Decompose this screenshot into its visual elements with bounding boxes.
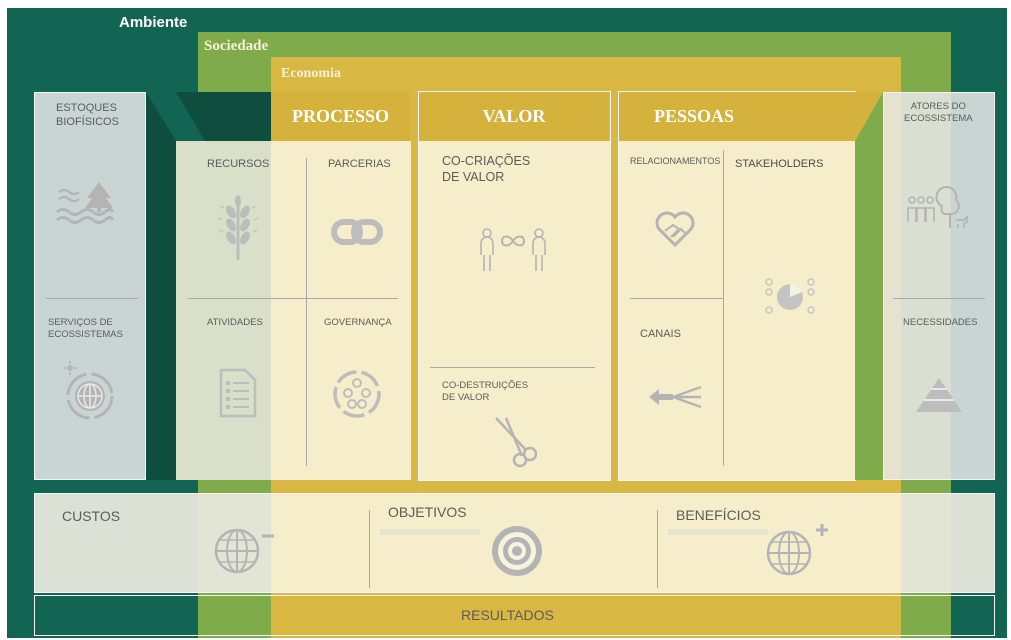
beneficios-side-panel	[901, 494, 994, 592]
custos-label: CUSTOS	[62, 508, 121, 524]
globe-plus-icon	[766, 524, 828, 576]
wheat-icon	[217, 195, 259, 260]
processo-panel	[176, 141, 411, 480]
recursos-label: RECURSOS	[207, 158, 270, 170]
arrows-split-icon	[649, 385, 702, 409]
canais-label: CANAIS	[640, 328, 681, 340]
sun-globe-cycle-icon	[63, 361, 114, 420]
chain-link-icon	[331, 219, 383, 245]
pessoas-panel	[619, 141, 855, 480]
target-icon	[492, 526, 542, 576]
ambiente-title: Ambiente	[119, 14, 188, 31]
checklist-document-icon	[219, 368, 257, 418]
estoques-label: ESTOQUES BIOFÍSICOS	[56, 102, 119, 128]
forest-water-icon	[56, 182, 115, 224]
globe-minus-icon	[214, 528, 274, 574]
custos-panel	[35, 494, 271, 592]
valor-frame	[418, 91, 611, 481]
governanca-label: GOVERNANÇA	[324, 317, 392, 328]
people-infinity-icon	[480, 228, 546, 271]
processo-header: PROCESSO	[271, 92, 410, 141]
objetivos-label: OBJETIVOS	[388, 504, 467, 520]
scissors-icon	[495, 417, 538, 468]
stakeholders-label: STAKEHOLDERS	[735, 158, 824, 170]
resultados-label: RESULTADOS	[461, 607, 554, 623]
sociedade-title: Sociedade	[204, 38, 269, 54]
right-divider	[893, 298, 985, 299]
heart-handshake-icon	[655, 211, 695, 248]
atores-label: ATORES DO ECOSSISTEMA	[904, 101, 973, 124]
pessoas-header: PESSOAS	[653, 106, 735, 126]
objetivos-bar	[380, 529, 480, 535]
relacionamentos-label: RELACIONAMENTOS	[630, 156, 721, 166]
atividades-label: ATIVIDADES	[207, 317, 263, 328]
economia-title: Economia	[281, 66, 341, 81]
cocriacoes-label: CO-CRIAÇÕES DE VALOR	[442, 154, 531, 184]
beneficios-label: BENEFÍCIOS	[676, 507, 761, 523]
people-tree-dog-icon	[907, 186, 968, 228]
servicos-label: SERVIÇOS DE ECOSSISTEMAS	[48, 317, 123, 340]
people-pie-chart-icon	[765, 278, 815, 314]
processo-vdivider	[306, 158, 307, 466]
left-divider	[46, 298, 138, 299]
pessoas-frame	[618, 91, 856, 481]
right-column	[883, 92, 995, 480]
valor-divider	[430, 367, 595, 368]
beneficios-bar	[668, 529, 768, 535]
network-cycle-icon	[333, 370, 381, 418]
valor-panel	[419, 141, 610, 480]
resultados-bar	[34, 595, 995, 636]
pessoas-vdivider	[723, 150, 724, 466]
left-column	[34, 92, 146, 480]
parcerias-label: PARCERIAS	[328, 158, 391, 170]
pessoas-hdivider	[630, 298, 723, 299]
bottom-divider-2	[657, 510, 658, 588]
necessidades-label: NECESSIDADES	[903, 317, 978, 328]
processo-hdivider	[188, 298, 398, 299]
codestruicoes-label: CO-DESTRUIÇÕES DE VALOR	[442, 380, 529, 403]
valor-header: VALOR	[419, 92, 609, 141]
bottom-divider-1	[369, 510, 370, 588]
pyramid-icon	[916, 378, 962, 412]
